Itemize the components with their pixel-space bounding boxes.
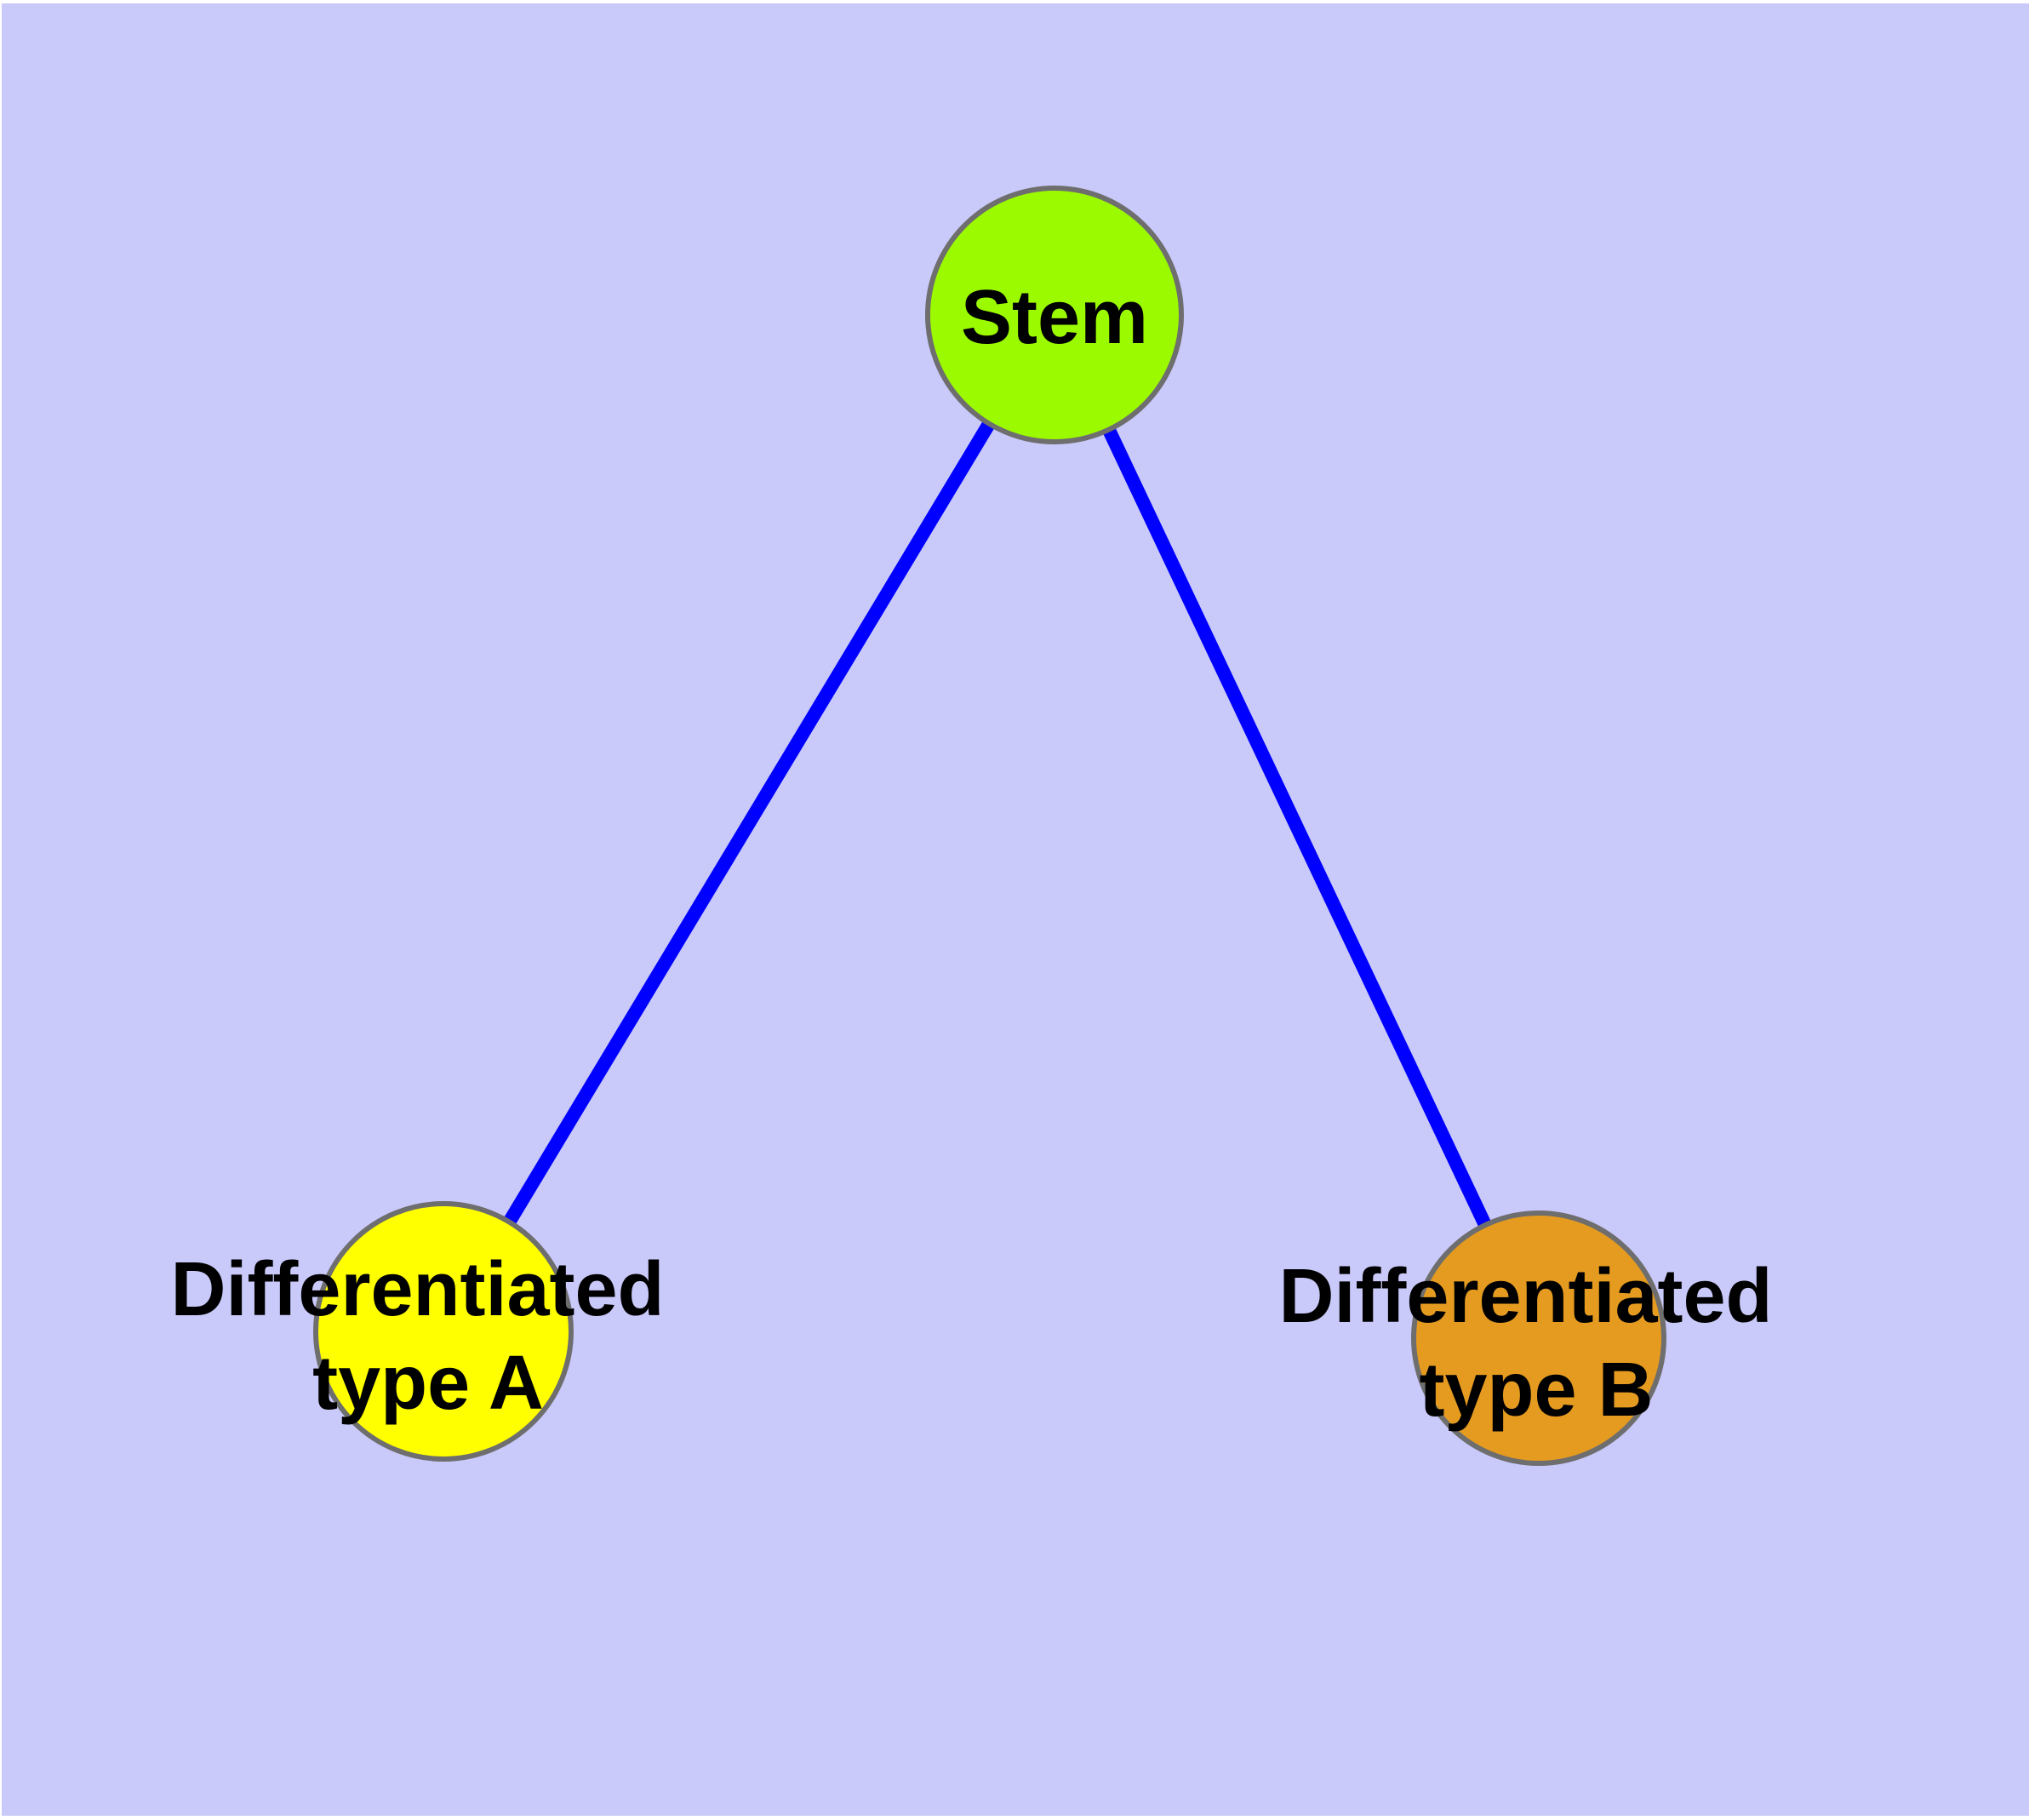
edge-stem-to-type-a [437, 311, 1060, 1336]
type-b-node-circle [1411, 1210, 1666, 1466]
edges-group [437, 311, 1546, 1342]
node-labels-group: Stem Differentiated type A Differentiate… [170, 275, 1793, 1433]
stem-node-label: Stem [961, 275, 1148, 360]
type-b-label-line-2: type B [1419, 1348, 1653, 1433]
nodes-group [313, 186, 1666, 1466]
type-a-node-circle [313, 1201, 574, 1462]
type-a-label-line-1: Differentiated [170, 1247, 664, 1332]
type-a-node-label: Differentiated type A [170, 1247, 685, 1426]
type-b-label-line-1: Differentiated [1278, 1254, 1772, 1339]
stem-node-circle [925, 186, 1184, 444]
type-b-node-label: Differentiated type B [1278, 1254, 1793, 1433]
edge-stem-to-type-b [1048, 312, 1546, 1342]
type-a-label-line-2: type A [312, 1341, 544, 1426]
